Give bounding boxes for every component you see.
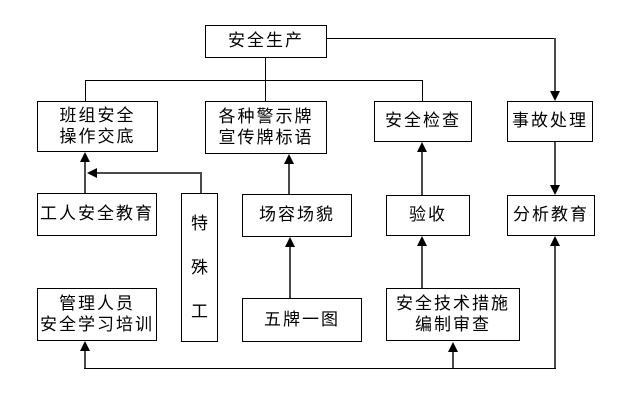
connector-bus-to-analysis	[554, 245, 556, 368]
connector-acceptance-to-inspection	[421, 151, 423, 195]
node-accident-handling: 事故处理	[507, 101, 593, 142]
bottom-bus-line	[84, 368, 556, 369]
node-special-worker: 特 殊 工	[181, 193, 218, 342]
arrowhead-into-inspection	[417, 142, 427, 152]
node-manager-training: 管理人员 安全学习培训	[37, 288, 157, 341]
connector-branch-to-inspection	[422, 80, 423, 101]
node-analysis-education: 分析教育	[507, 195, 595, 236]
node-tech-measures-review: 安全技术措施 编制审查	[386, 288, 520, 341]
arrowhead-into-analysis-top	[550, 185, 560, 195]
node-warning-signs: 各种警示牌 宣传牌标语	[205, 101, 327, 154]
connector-special-worker-horizontal	[96, 172, 202, 174]
connector-five-boards-to-site-appearance	[289, 246, 291, 298]
node-worker-safety-education: 工人安全教育	[37, 193, 157, 236]
arrowhead-into-team-briefing	[80, 152, 90, 162]
connector-bus-to-tech-measures	[452, 351, 454, 368]
connector-branch-horizontal	[85, 80, 423, 81]
connector-branch-to-team-briefing	[85, 80, 86, 101]
connector-bus-to-manager-training	[84, 350, 86, 368]
connector-special-worker-vertical	[200, 172, 202, 193]
connector-site-appearance-to-warning-signs	[288, 164, 290, 194]
arrowhead-into-tech-measures	[448, 342, 458, 352]
arrowhead-into-acceptance	[417, 236, 427, 246]
connector-accident-to-analysis	[554, 142, 556, 186]
connector-worker-education-to-team-briefing	[84, 161, 86, 193]
connector-tech-measures-to-acceptance	[421, 246, 423, 288]
arrowhead-into-analysis-bottom	[550, 236, 560, 246]
node-team-safety-briefing: 班组安全 操作交底	[37, 101, 158, 152]
arrowhead-into-warning-signs	[284, 154, 294, 164]
arrowhead-special-worker-join	[87, 168, 97, 178]
arrowhead-into-manager-training	[80, 341, 90, 351]
connector-production-to-accident-horizontal	[327, 38, 556, 39]
connector-production-to-accident-vertical	[554, 38, 556, 92]
connector-production-to-warning-signs	[265, 58, 266, 101]
node-safety-inspection: 安全检查	[374, 101, 472, 142]
arrowhead-into-accident-handling	[550, 91, 560, 101]
node-five-boards-one-map: 五牌一图	[242, 298, 362, 342]
node-acceptance: 验收	[386, 195, 470, 236]
arrowhead-into-site-appearance	[285, 237, 295, 247]
node-site-appearance: 场容场貌	[242, 194, 352, 237]
node-safety-production: 安全生产	[205, 25, 327, 58]
